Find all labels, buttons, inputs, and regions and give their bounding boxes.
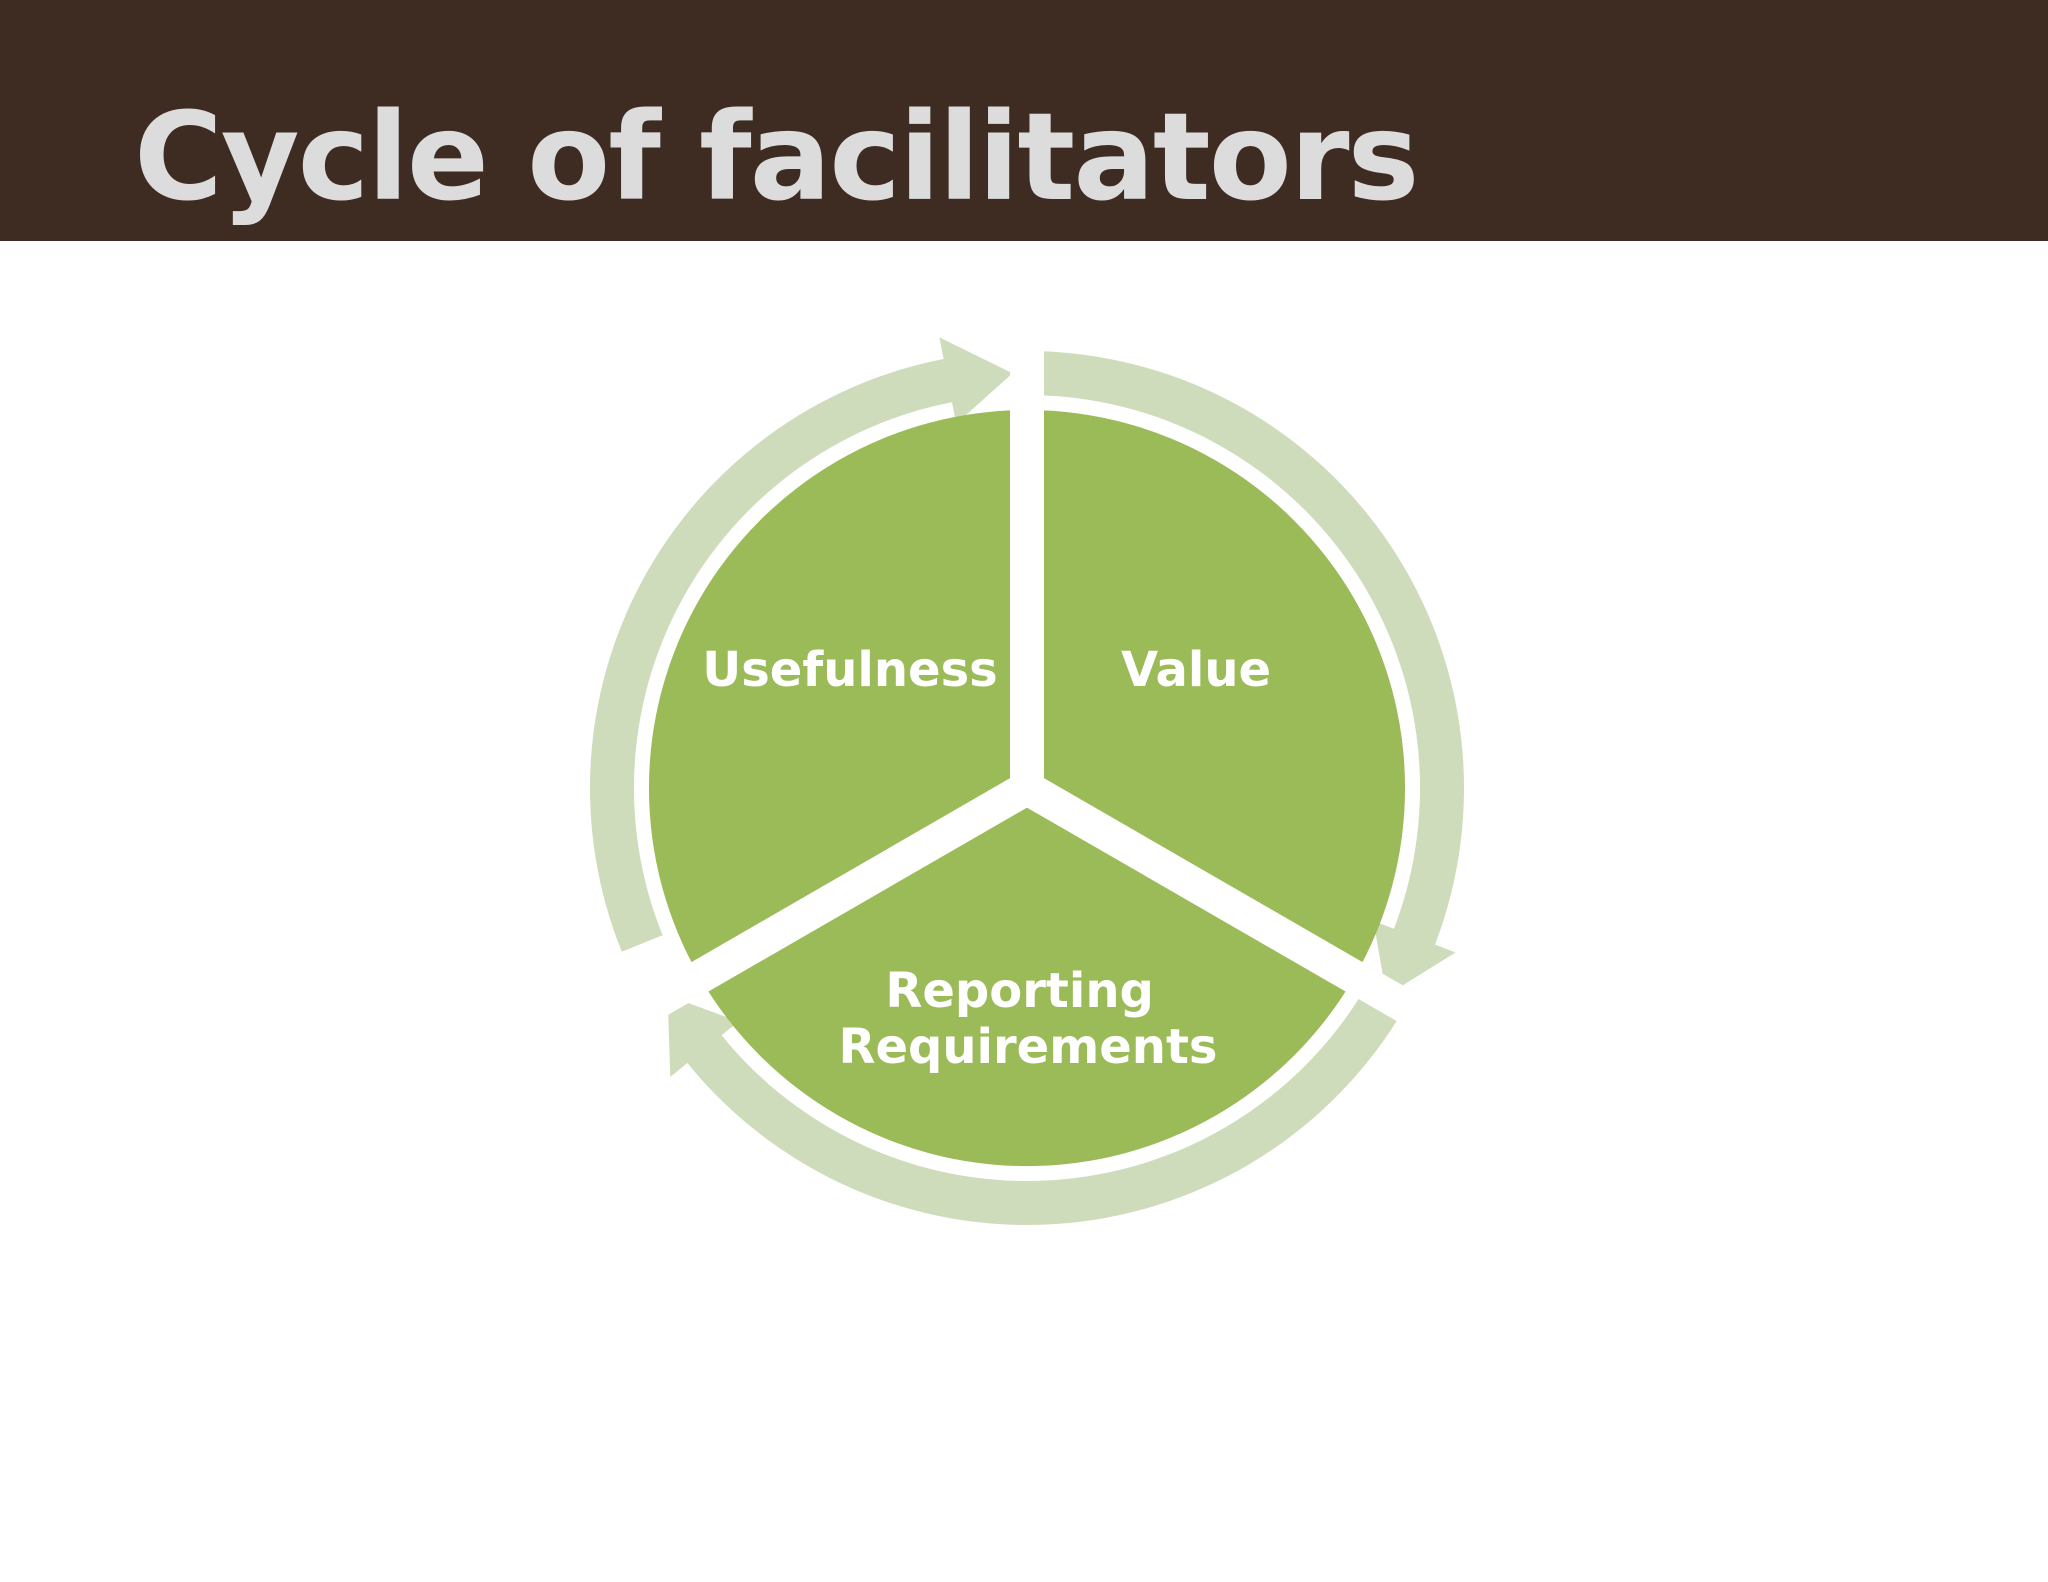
- arrow-to-reporting-requirements: [1040, 351, 1465, 996]
- divider-lower-left: [614, 773, 1036, 1037]
- segment-dividers: [614, 321, 1440, 1037]
- arrow-to-usefulness: [667, 995, 1398, 1225]
- segment-labels: Usefulness Value Reporting Requirements: [702, 642, 1271, 1075]
- label-reporting-requirements: Reporting Requirements: [839, 963, 1218, 1075]
- label-value: Value: [1121, 642, 1271, 698]
- divider-lower-right: [1018, 773, 1440, 1037]
- arrow-to-value: [589, 337, 1013, 952]
- label-usefulness: Usefulness: [702, 642, 997, 698]
- label-reporting-line-1: Reporting: [885, 963, 1153, 1019]
- slide-title: Cycle of facilitators: [134, 87, 1420, 228]
- title-bar: [0, 0, 2048, 241]
- cycle-arrows: [589, 337, 1465, 1225]
- label-reporting-line-2: Requirements: [839, 1019, 1218, 1075]
